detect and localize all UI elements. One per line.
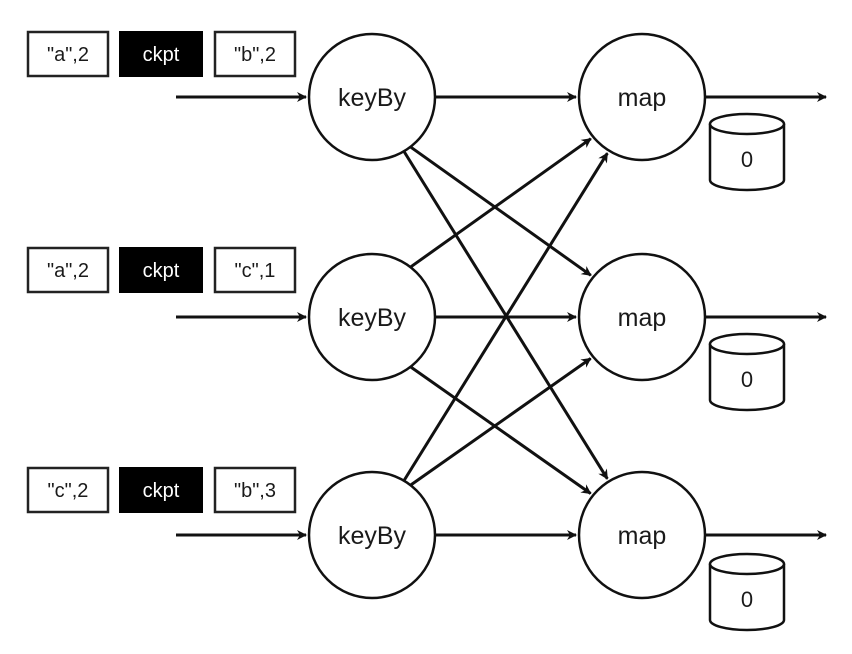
keyby-node-1: keyBy — [307, 32, 437, 162]
input-stream-2: "a",2 ckpt "c",1 — [26, 246, 297, 294]
record-box: "a",2 — [26, 246, 110, 294]
keyby-label: keyBy — [338, 304, 407, 332]
state-value: 0 — [741, 587, 753, 612]
state-store-1: 0 — [708, 112, 786, 192]
checkpoint-label: ckpt — [143, 260, 180, 282]
shuffle-arrow-1-to-2 — [408, 144, 592, 277]
record-label: "a",2 — [47, 260, 89, 282]
checkpoint-barrier: ckpt — [119, 247, 203, 293]
state-value: 0 — [741, 147, 753, 172]
state-store-2: 0 — [708, 332, 786, 412]
state-store-3: 0 — [708, 552, 786, 632]
input-stream-1: "a",2 ckpt "b",2 — [26, 30, 297, 78]
map-node-1: map — [577, 32, 707, 162]
checkpoint-barrier: ckpt — [119, 467, 203, 513]
shuffle-arrow-2-to-3 — [408, 364, 592, 495]
record-box: "b",3 — [213, 466, 297, 514]
map-label: map — [618, 84, 667, 112]
record-box: "b",2 — [213, 30, 297, 78]
state-value: 0 — [741, 367, 753, 392]
map-node-2: map — [577, 252, 707, 382]
checkpoint-label: ckpt — [143, 480, 180, 502]
shuffle-arrow-3-to-2 — [408, 357, 592, 488]
map-label: map — [618, 304, 667, 332]
record-box: "a",2 — [26, 30, 110, 78]
record-box: "c",1 — [213, 246, 297, 294]
keyby-label: keyBy — [338, 522, 407, 550]
record-label: "c",1 — [235, 260, 276, 282]
record-label: "b",2 — [234, 44, 276, 66]
record-label: "a",2 — [47, 44, 89, 66]
map-label: map — [618, 522, 667, 550]
keyby-node-3: keyBy — [307, 470, 437, 600]
shuffle-arrow-2-to-1 — [408, 137, 592, 270]
map-node-3: map — [577, 470, 707, 600]
checkpoint-barrier: ckpt — [119, 31, 203, 77]
edges-layer — [176, 92, 827, 540]
record-box: "c",2 — [26, 466, 110, 514]
checkpoint-label: ckpt — [143, 44, 180, 66]
keyby-node-2: keyBy — [307, 252, 437, 382]
record-label: "b",3 — [234, 480, 276, 502]
input-stream-3: "c",2 ckpt "b",3 — [26, 466, 297, 514]
shuffle-arrow-3-to-1 — [402, 152, 609, 483]
keyby-label: keyBy — [338, 84, 407, 112]
record-label: "c",2 — [48, 480, 89, 502]
